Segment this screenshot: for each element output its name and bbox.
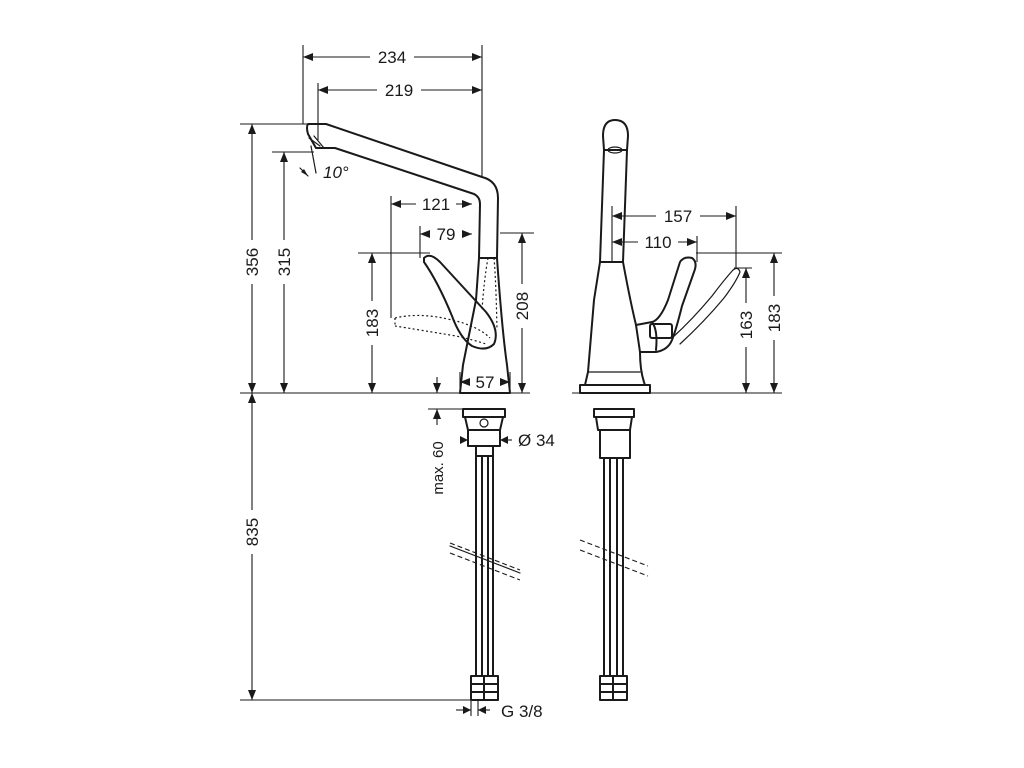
dim-thread: G 3/8 [501, 702, 543, 721]
side-base [579, 384, 651, 394]
dim-lever-offset-front: 79 [437, 225, 456, 244]
front-angle-line [310, 145, 317, 174]
side-break-lines [579, 539, 649, 577]
side-view: 157 110 163 183 [572, 119, 784, 701]
side-body [584, 261, 646, 386]
front-shank [467, 429, 501, 447]
dim-total-height: 356 [243, 248, 262, 276]
dim-spout-reach: 219 [385, 81, 413, 100]
dim-lever-reach-front: 121 [422, 195, 450, 214]
side-hose [603, 457, 624, 677]
front-screw [479, 418, 489, 428]
front-mount-nut [462, 408, 506, 418]
side-shank [599, 429, 631, 459]
dim-spout-angle: 10° [323, 163, 349, 182]
side-lever [635, 256, 697, 353]
side-spout-neck [599, 149, 628, 263]
front-view: 234 219 10° 121 79 356 [240, 45, 555, 721]
dim-lever-height-front: 183 [363, 309, 382, 337]
side-mount-nut [593, 408, 635, 418]
dim-lever-offset-side: 110 [644, 233, 671, 252]
dim-lever-height-side-inner: 163 [737, 311, 756, 339]
dim-hole-diameter: Ø 34 [518, 431, 555, 450]
dim-outlet-height: 315 [275, 248, 294, 276]
front-lever [423, 254, 497, 350]
dim-hose-length: 835 [243, 518, 262, 546]
front-spout [306, 123, 499, 259]
side-lever-joint [649, 323, 673, 339]
side-hose-connector [599, 675, 628, 701]
dim-body-height: 208 [513, 292, 532, 320]
dim-base-diameter: 57 [476, 373, 495, 392]
dim-overall-reach: 234 [378, 48, 406, 67]
dim-lever-height-side-outer: 183 [765, 304, 784, 332]
front-break-lines [449, 542, 521, 581]
front-spout-outlet [308, 135, 325, 149]
side-spout-head [602, 119, 629, 151]
front-hose-connector [470, 675, 499, 701]
front-hose [475, 445, 494, 677]
dim-lever-reach-side: 157 [664, 207, 692, 226]
dim-max-counter-thickness: max. 60 [430, 441, 447, 494]
